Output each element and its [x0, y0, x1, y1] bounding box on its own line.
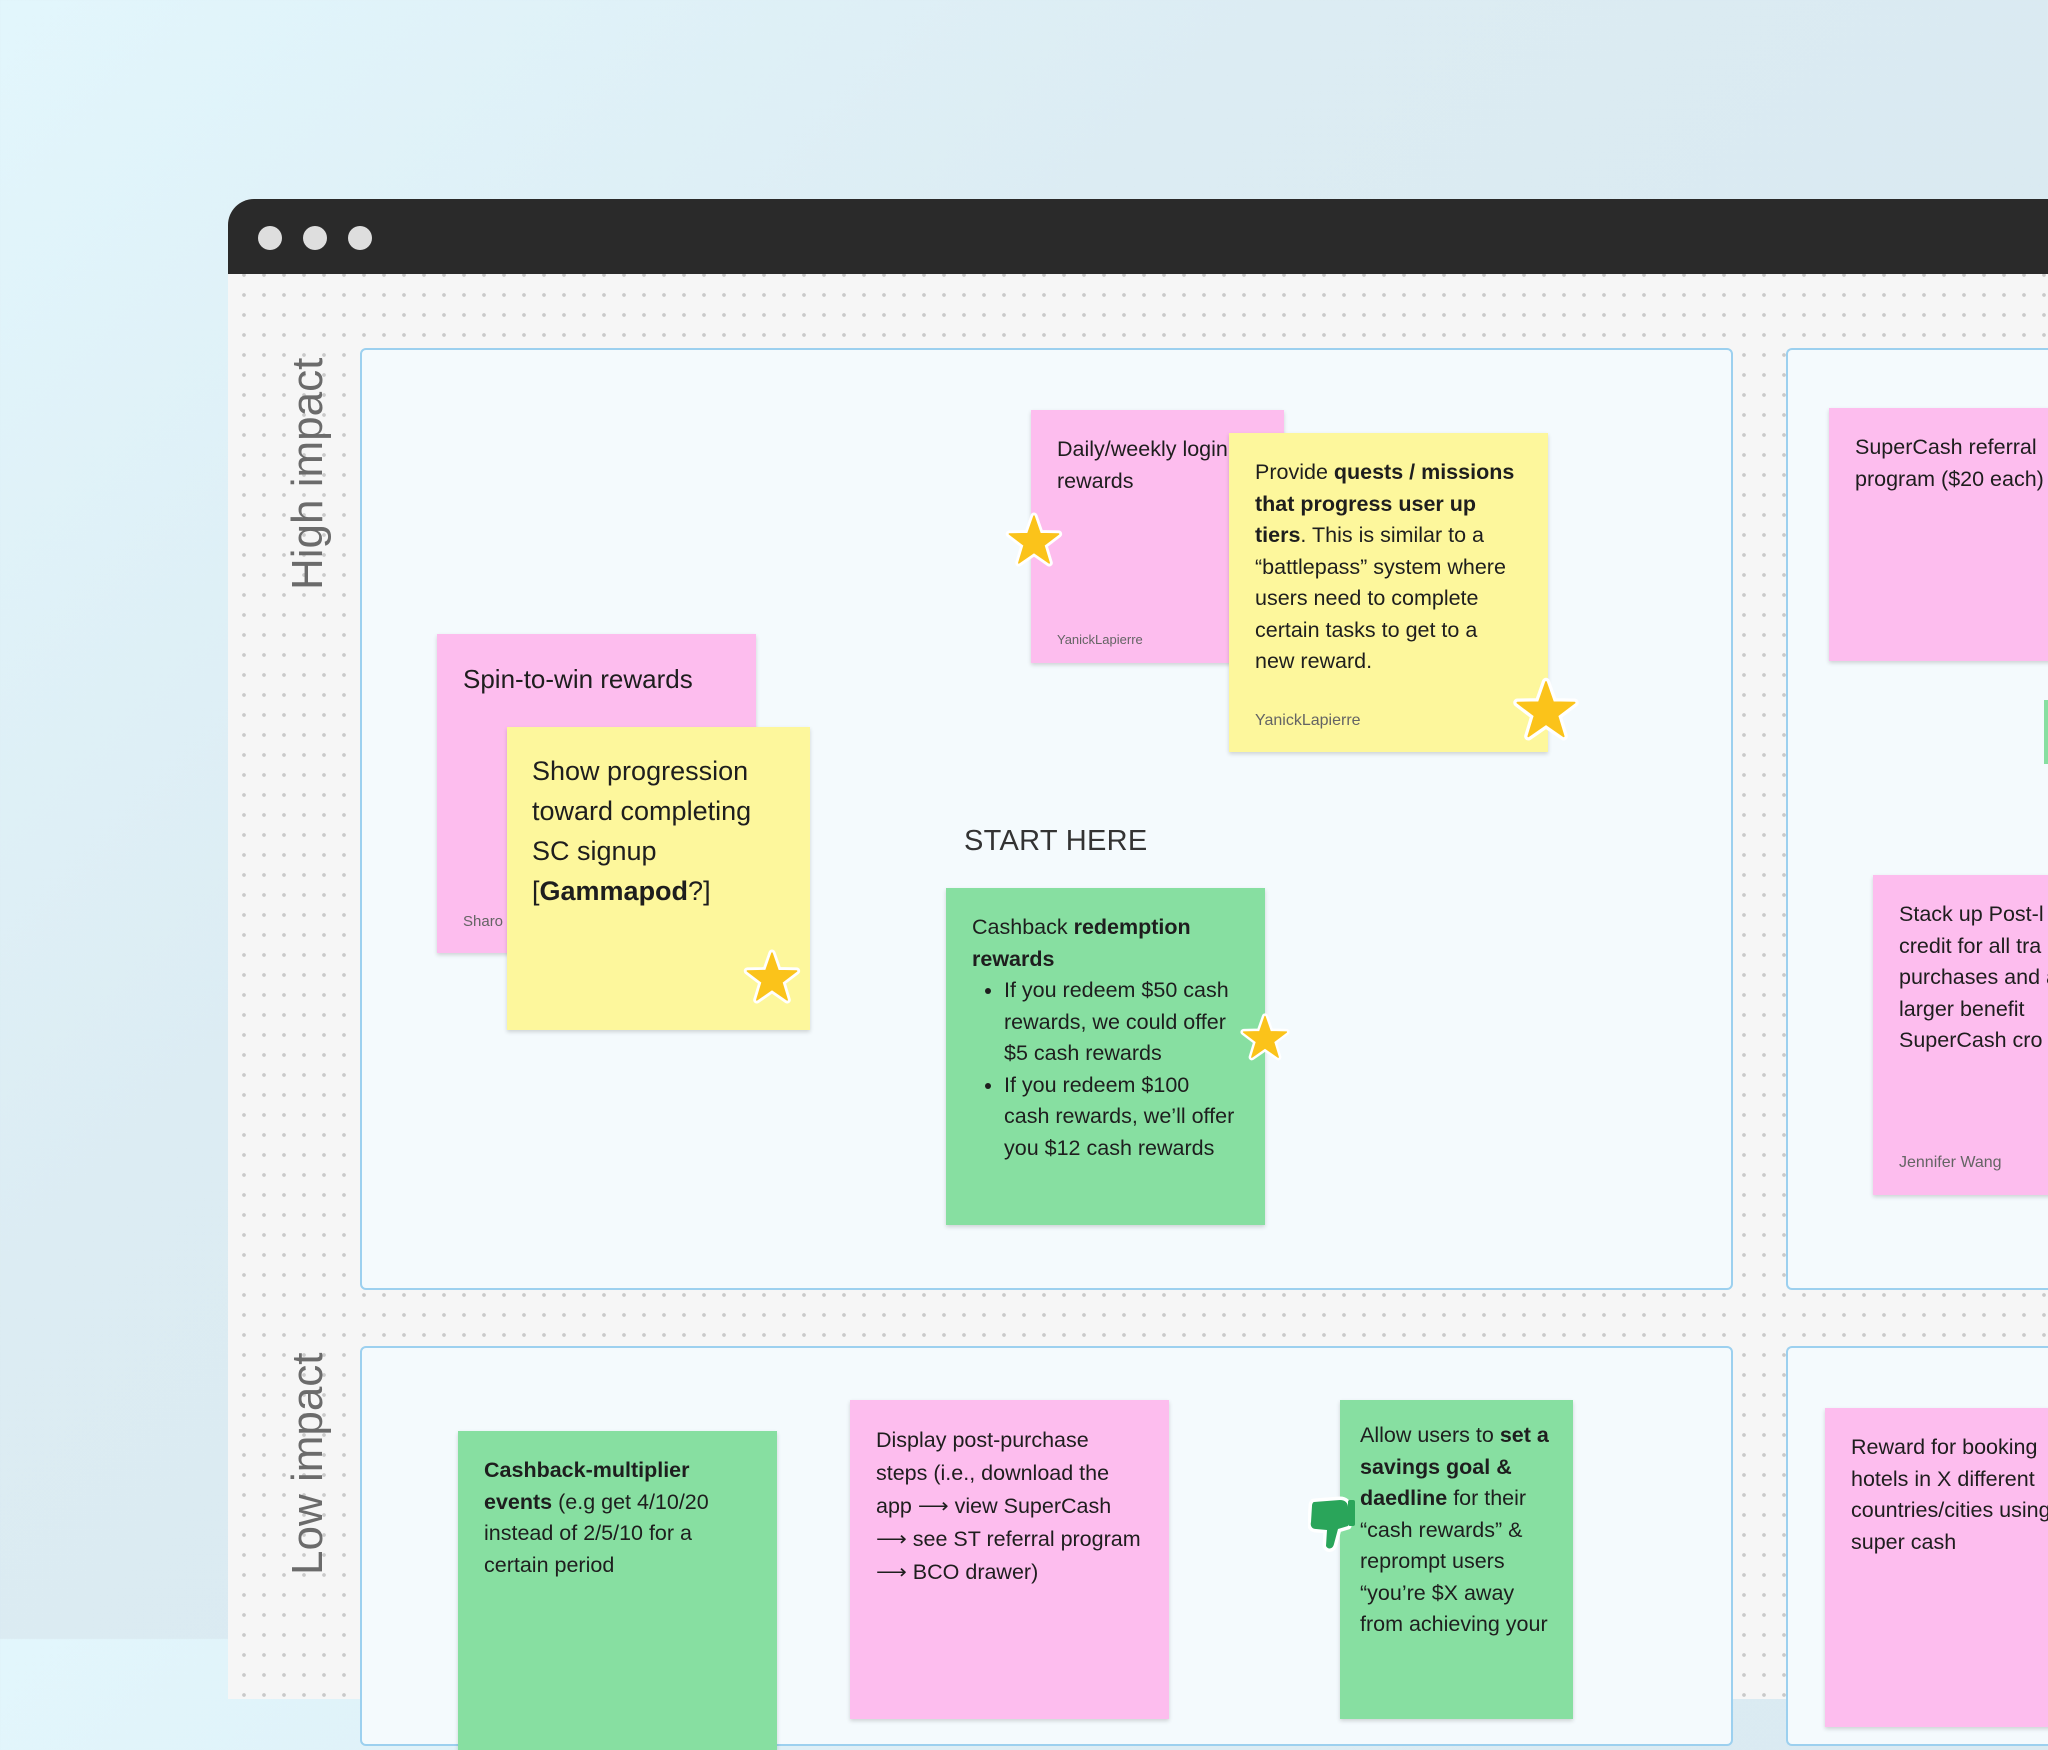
- sticky-hotel-booking-reward[interactable]: Reward for booking hotels in X different…: [1825, 1408, 2048, 1727]
- sticky-author: Jennifer Wang: [1899, 1154, 2002, 1171]
- star-icon[interactable]: [741, 948, 803, 1010]
- sticky-text: Stack up Post-l credit for all tra purch…: [1899, 902, 2048, 1052]
- window-close-dot[interactable]: [258, 226, 282, 250]
- sticky-text: Spin-to-win rewards: [463, 664, 693, 694]
- sticky-text: Cashback redemption rewards: [972, 915, 1191, 971]
- window-maximize-dot[interactable]: [348, 226, 372, 250]
- sticky-text: Provide quests / missions that progress …: [1255, 460, 1515, 673]
- row-label-high-impact: High impact: [283, 357, 332, 590]
- sticky-quests-missions[interactable]: Provide quests / missions that progress …: [1229, 433, 1548, 752]
- list-item: If you redeem $50 cash rewards, we could…: [1004, 975, 1239, 1070]
- sticky-offscreen-edge: [2044, 700, 2048, 764]
- sticky-text: Daily/weekly login rewards: [1057, 437, 1228, 493]
- sticky-bullet-list: If you redeem $50 cash rewards, we could…: [972, 975, 1239, 1164]
- sticky-text: Allow users to set a savings goal & daed…: [1360, 1423, 1549, 1636]
- sticky-savings-goal[interactable]: Allow users to set a savings goal & daed…: [1340, 1400, 1573, 1719]
- sticky-cashback-redemption[interactable]: Cashback redemption rewards If you redee…: [946, 888, 1265, 1225]
- sticky-text: Show progression toward completing SC si…: [532, 756, 752, 906]
- sticky-supercash-referral[interactable]: SuperCash referral program ($20 each): [1829, 408, 2048, 661]
- sticky-text: Cashback-multiplier events (e.g get 4/10…: [484, 1458, 709, 1577]
- start-here-label: START HERE: [964, 825, 1148, 857]
- window-minimize-dot[interactable]: [303, 226, 327, 250]
- thumbs-down-icon[interactable]: [1308, 1496, 1358, 1554]
- sticky-cashback-multiplier[interactable]: Cashback-multiplier events (e.g get 4/10…: [458, 1431, 777, 1750]
- sticky-post-purchase-steps[interactable]: Display post-purchase steps (i.e., downl…: [850, 1400, 1169, 1719]
- row-label-low-impact: Low impact: [283, 1352, 332, 1575]
- star-icon[interactable]: [1238, 1012, 1292, 1066]
- sticky-author: YanickLapierre: [1057, 632, 1143, 647]
- sticky-text: SuperCash referral program ($20 each): [1855, 435, 2044, 491]
- star-icon[interactable]: [1003, 511, 1065, 573]
- sticky-author: Sharo: [463, 913, 504, 930]
- sticky-text: Display post-purchase steps (i.e., downl…: [876, 1428, 1141, 1584]
- sticky-stack-up-credit[interactable]: Stack up Post-l credit for all tra purch…: [1873, 875, 2048, 1195]
- sticky-author: YanickLapierre: [1255, 712, 1361, 729]
- star-icon[interactable]: [1510, 676, 1582, 748]
- list-item: If you redeem $100 cash rewards, we’ll o…: [1004, 1070, 1239, 1165]
- window-titlebar: [228, 199, 2048, 274]
- sticky-text: Reward for booking hotels in X different…: [1851, 1435, 2048, 1554]
